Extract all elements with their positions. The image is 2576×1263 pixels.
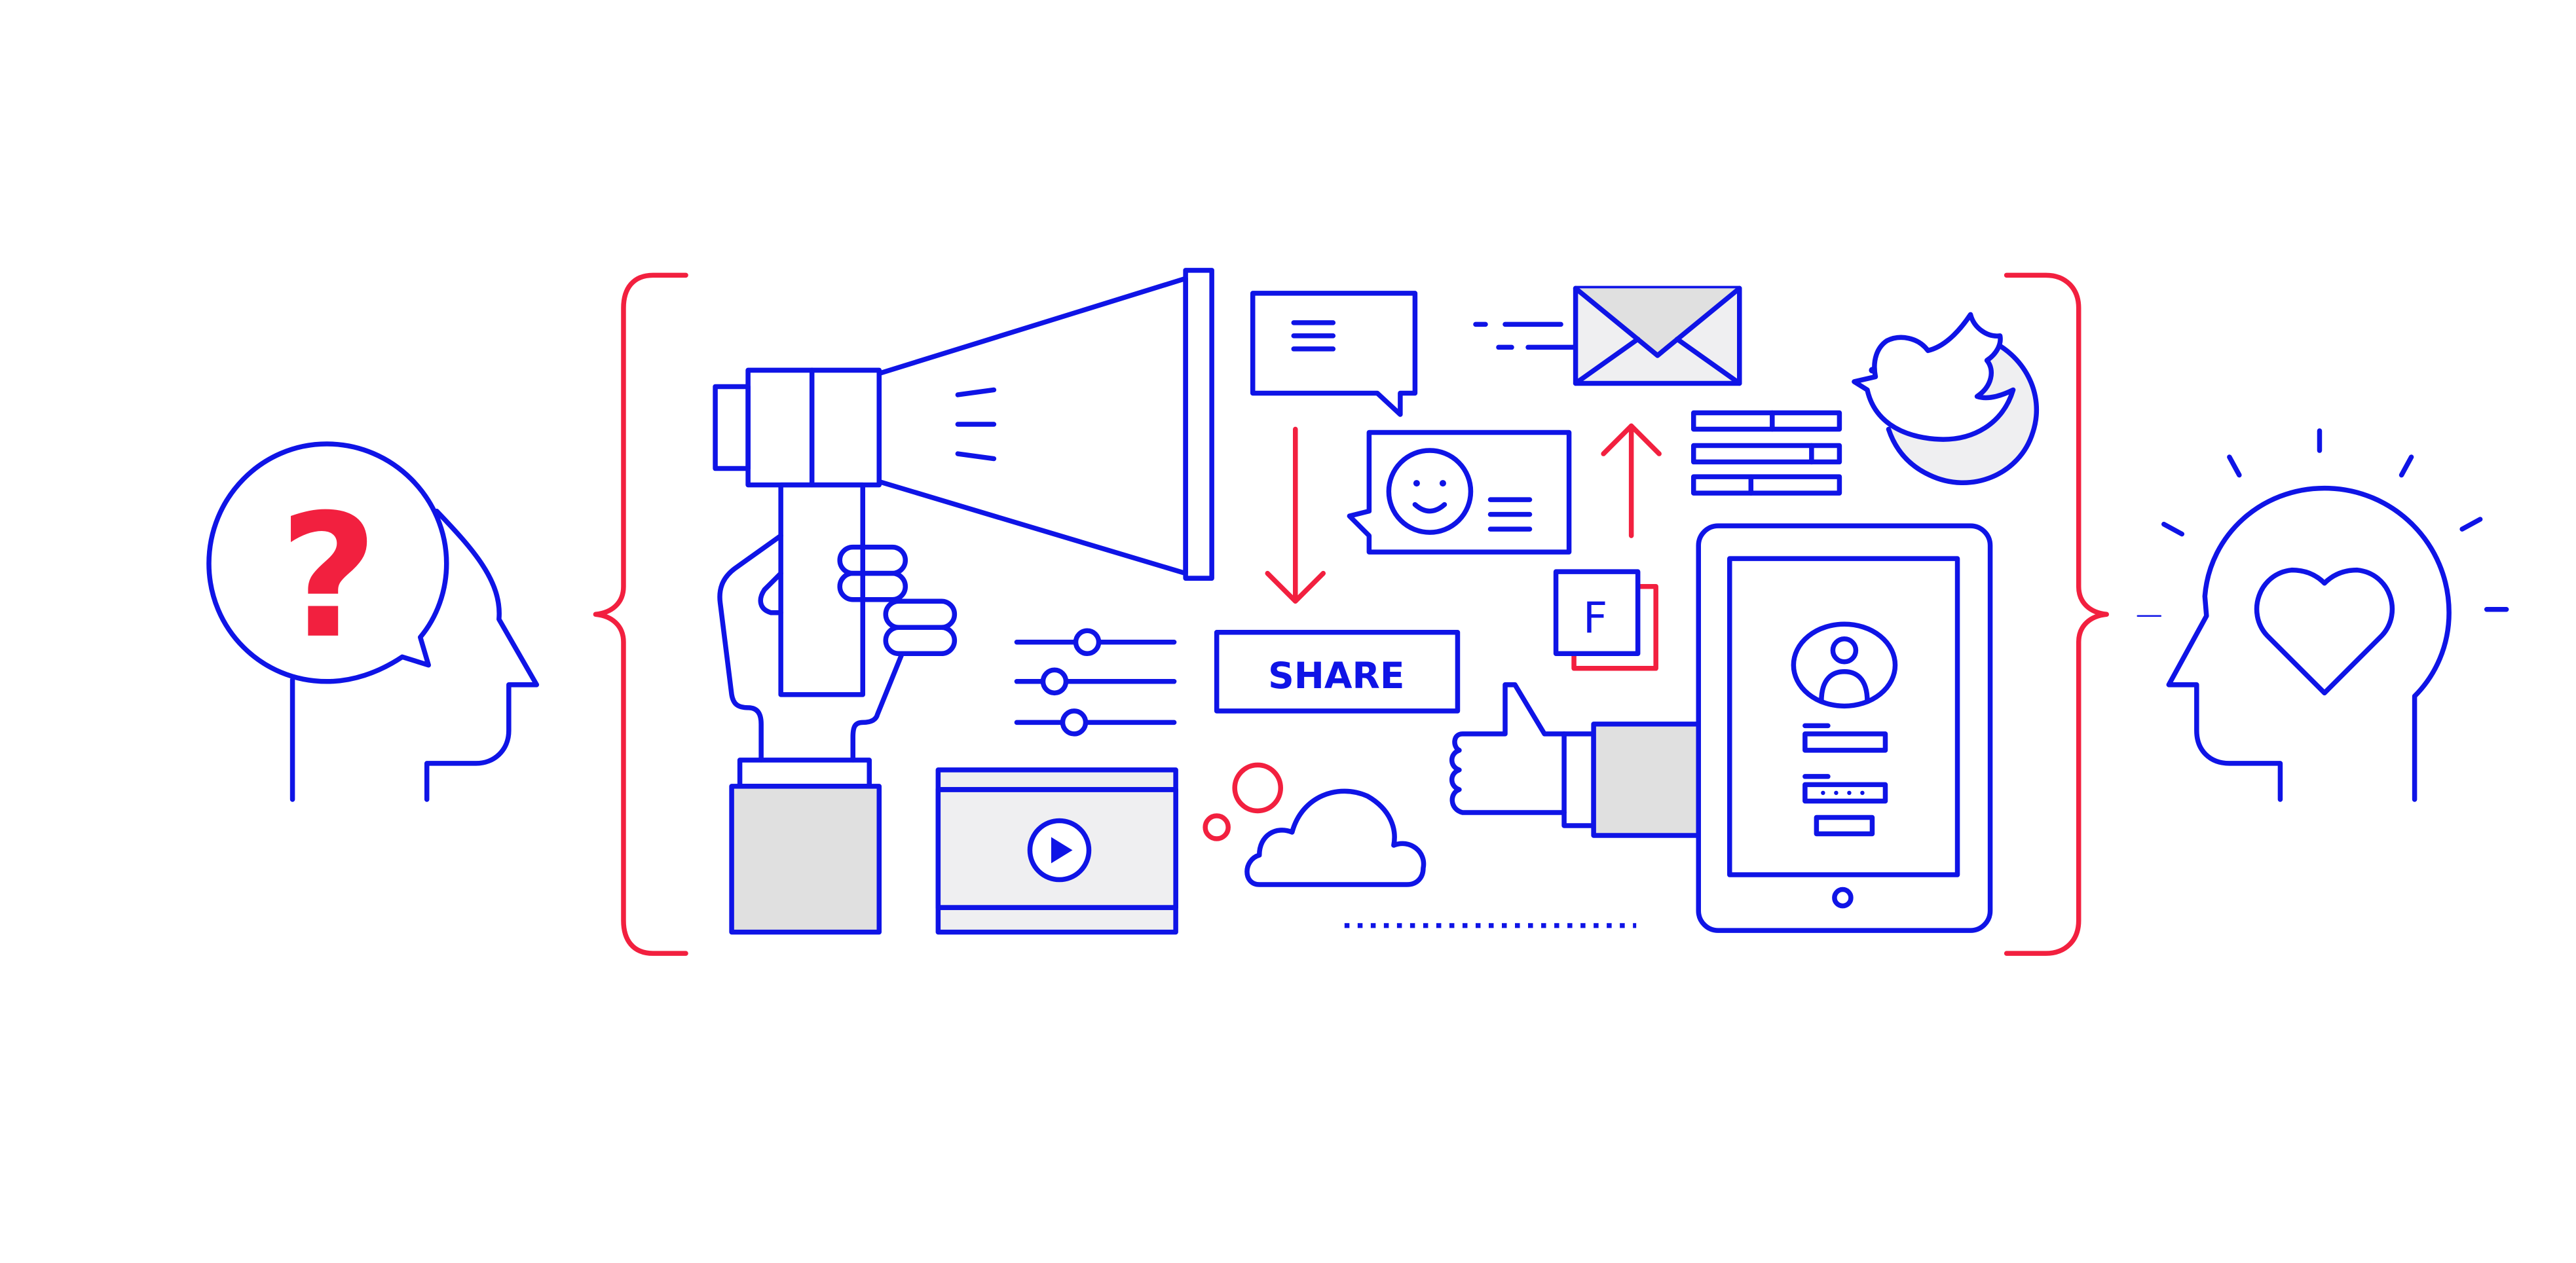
confused-head-icon — [289, 508, 540, 802]
question-mark: ? — [279, 478, 378, 676]
profile-card-icon — [1347, 430, 1572, 555]
right-brace — [2004, 272, 2109, 956]
left-brace — [593, 272, 688, 956]
text-blocks-icon — [1690, 410, 1842, 496]
down-arrow-icon — [1265, 426, 1326, 604]
up-arrow-icon — [1601, 423, 1662, 538]
chat-bubble-icon — [1250, 291, 1418, 417]
megaphone-icon — [713, 268, 1214, 581]
facebook-icon: F — [1553, 569, 1658, 671]
video-player-icon — [935, 767, 1178, 935]
heart-head-icon — [2161, 428, 2509, 802]
twitter-bird-icon — [1852, 312, 2040, 485]
cloud-icon — [1203, 762, 1427, 887]
avatar — [1791, 621, 1898, 709]
tablet-icon — [1696, 523, 1993, 933]
share-label: SHARE — [1268, 655, 1404, 697]
sliders-icon — [1014, 628, 1177, 737]
facebook-letter: F — [1583, 594, 1607, 643]
share-button-icon: SHARE — [1214, 629, 1461, 714]
email-icon — [1473, 285, 1742, 386]
thumbs-up-icon — [1449, 682, 1701, 838]
hand-icon — [717, 482, 958, 935]
question-bubble-icon: ? — [206, 441, 449, 684]
